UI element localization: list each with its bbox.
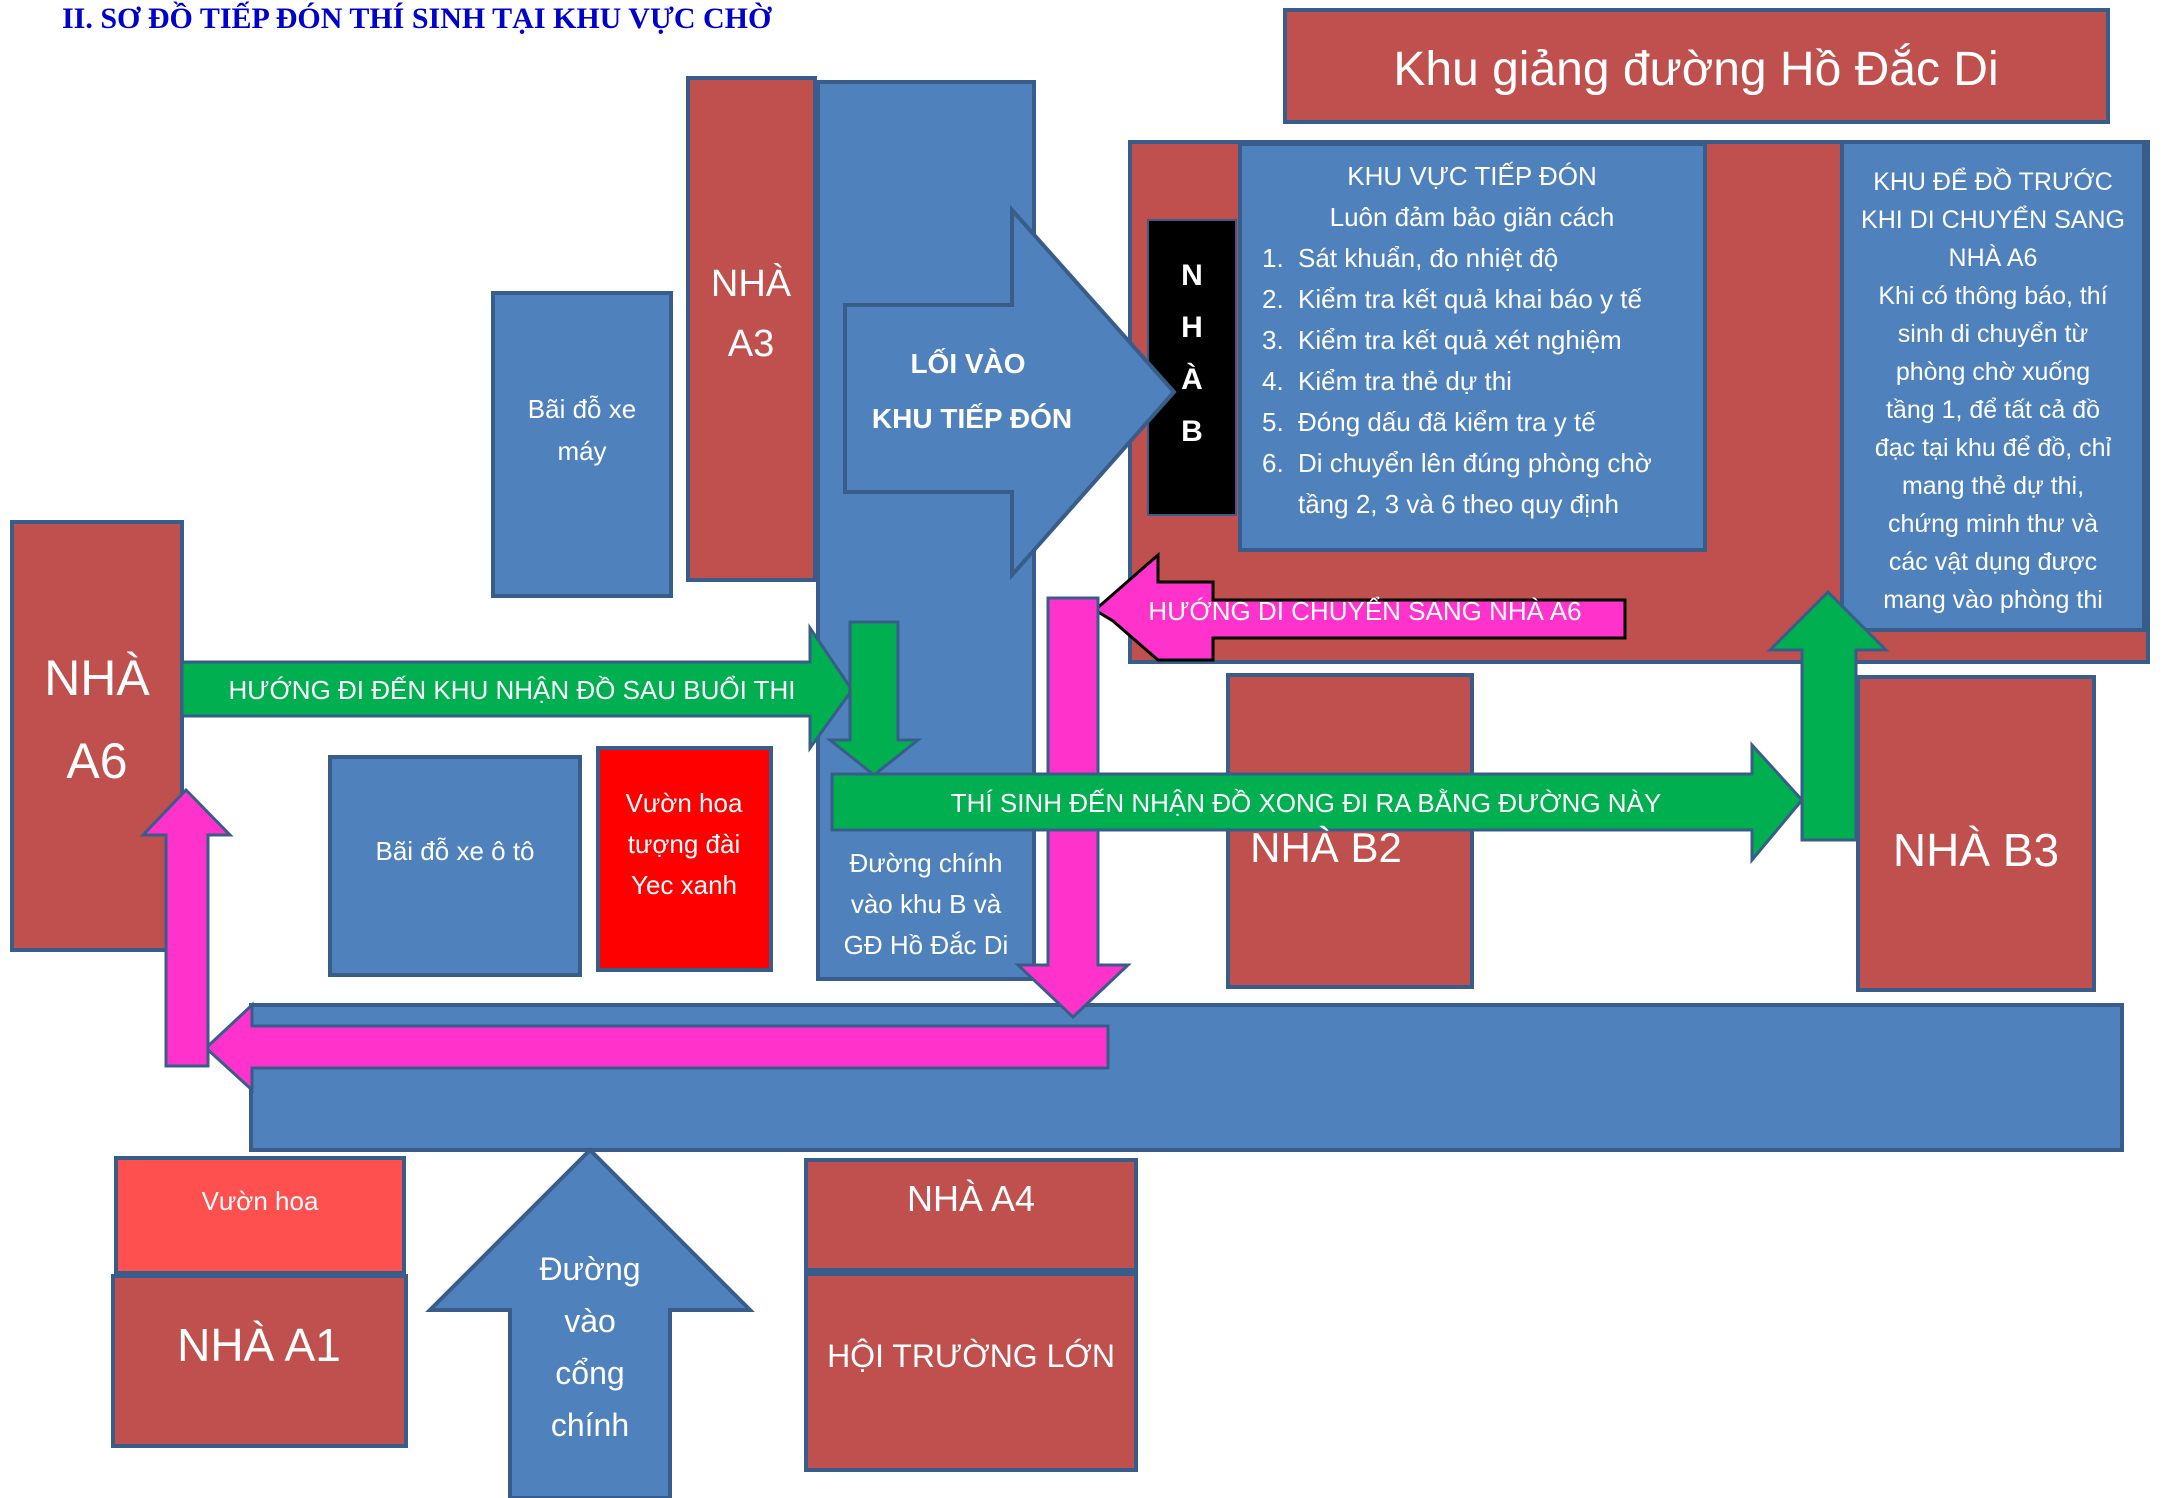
storage-note: KHU ĐỂ ĐỒ TRƯỚC KHI DI CHUYỂN SANG NHÀ A…: [1861, 166, 2125, 614]
statue-garden-label: Yec xanh: [631, 870, 737, 900]
building-b-letter: H: [1181, 311, 1203, 344]
storage-area: [1840, 140, 2146, 632]
storage-line: Khi có thông báo, thí: [1878, 282, 2107, 310]
entry-arrow: [843, 204, 1177, 581]
green-down-arrow: [825, 620, 923, 777]
building-a4: [804, 1158, 1138, 1272]
exit-arrow: [830, 741, 1804, 865]
green-up-arrow: [1766, 589, 1890, 842]
reception-step: Kiểm tra kết quả xét nghiệm: [1298, 325, 1622, 355]
motorbike-parking-label: máy: [557, 436, 606, 466]
entry-arrow-label: LỐI VÀO: [910, 347, 1025, 379]
exit-arrow-label: THÍ SINH ĐẾN NHẬN ĐỒ XONG ĐI RA BẰNG ĐƯỜ…: [951, 788, 1661, 818]
reception-subtitle: Luôn đảm bảo giãn cách: [1330, 202, 1615, 232]
storage-line: NHÀ A6: [1949, 243, 2038, 272]
main-road: [816, 80, 1036, 981]
building-a3-label: NHÀ: [711, 262, 792, 305]
garden-label: Vườn hoa: [202, 1186, 319, 1216]
to-pickup-label: HƯỚNG ĐI ĐẾN KHU NHẬN ĐỒ SAU BUỔI THI: [229, 675, 796, 705]
reception-step: Sát khuẩn, đo nhiệt độ: [1298, 243, 1558, 273]
great-hall: [804, 1272, 1138, 1472]
building-a6: [10, 520, 184, 952]
car-parking-label: Bãi đỗ xe ô tô: [376, 836, 535, 866]
pink-up-arrow: [139, 787, 234, 1068]
reception-area: [1238, 142, 1707, 552]
building-b3-label: NHÀ B3: [1893, 824, 2059, 876]
main-road-label: vào khu B và: [851, 889, 1002, 919]
building-a1: [111, 1274, 408, 1448]
motorbike-parking-label: Bãi đỗ xe: [528, 394, 636, 424]
motorbike-parking: [491, 291, 673, 598]
storage-line: mang thẻ dự thi,: [1902, 472, 2084, 500]
statue-garden-label: tượng đài: [628, 829, 741, 859]
building-a1-label: NHÀ A1: [177, 1319, 341, 1371]
main-gate-label: Đường: [539, 1251, 640, 1287]
main-road-label: GĐ Hồ Đắc Di: [844, 930, 1009, 960]
reception-step: tầng 2, 3 và 6 theo quy định: [1298, 489, 1619, 519]
reception-step: Kiểm tra thẻ dự thi: [1298, 366, 1512, 396]
step-number: 6.: [1262, 448, 1284, 478]
step-number: 1.: [1262, 243, 1284, 273]
main-road-label: Đường chính: [850, 848, 1003, 878]
lecture-hall-banner: [1283, 8, 2110, 124]
building-b3: [1856, 675, 2096, 992]
building-a6-label: A6: [66, 733, 127, 789]
main-gate-arrow: [425, 1147, 755, 1498]
main-gate-label: vào: [564, 1303, 616, 1339]
storage-line: tầng 1, để tất cả đồ: [1886, 396, 2100, 424]
building-b-letter: À: [1181, 362, 1203, 396]
main-gate-label: chính: [551, 1407, 629, 1443]
move-to-a6-arrow: [1092, 551, 1627, 662]
statue-garden: [596, 746, 773, 972]
building-a6-label: NHÀ: [44, 650, 150, 706]
building-b2-label: NHÀ B2: [1250, 824, 1402, 871]
to-pickup-arrow: [180, 623, 854, 753]
reception-title: KHU VỰC TIẾP ĐÓN: [1347, 161, 1597, 191]
step-number: 2.: [1262, 284, 1284, 314]
reception-step: Kiểm tra kết quả khai báo y tế: [1298, 284, 1643, 314]
step-number: 5.: [1262, 407, 1284, 437]
garden: [114, 1156, 406, 1275]
reception-step: Di chuyển lên đúng phòng chờ: [1298, 448, 1652, 478]
car-parking: [328, 755, 582, 977]
storage-line: sinh di chuyển từ: [1898, 320, 2088, 348]
page-title: II. SƠ ĐỒ TIẾP ĐÓN THÍ SINH TẠI KHU VỰC …: [62, 1, 772, 35]
building-b-letter: N: [1181, 259, 1203, 292]
pink-left-arrow: [203, 1001, 1110, 1094]
storage-line: các vật dụng được: [1889, 548, 2097, 576]
reception-steps: 1. Sát khuẩn, đo nhiệt độ 2. Kiểm tra kế…: [1262, 243, 1652, 519]
building-a3-label: A3: [728, 323, 774, 365]
storage-line: chứng minh thư và: [1888, 510, 2098, 538]
storage-line: KHI DI CHUYỂN SANG: [1861, 205, 2125, 234]
move-to-a6-label: HƯỚNG DI CHUYỂN SANG NHÀ A6: [1148, 596, 1581, 626]
statue-garden-label: Vườn hoa: [626, 788, 743, 818]
storage-line: phòng chờ xuống: [1896, 358, 2090, 386]
storage-line: mang vào phòng thi: [1883, 586, 2103, 614]
building-a4-label: NHÀ A4: [907, 1178, 1035, 1219]
reception-step: Đóng dấu đã kiểm tra y tế: [1298, 407, 1596, 437]
building-a3: [686, 76, 817, 582]
storage-line: đạc tại khu để đồ, chỉ: [1875, 434, 2112, 462]
lecture-hall-label: Khu giảng đường Hồ Đắc Di: [1393, 42, 1998, 96]
great-hall-label: HỘI TRƯỜNG LỚN: [827, 1338, 1115, 1374]
step-number: 3.: [1262, 325, 1284, 355]
building-b-letter: B: [1181, 415, 1203, 448]
storage-line: KHU ĐỂ ĐỒ TRƯỚC: [1873, 166, 2113, 196]
main-gate-label: cổng: [555, 1355, 624, 1391]
entry-arrow-label: KHU TIẾP ĐÓN: [872, 403, 1072, 434]
step-number: 4.: [1262, 366, 1284, 396]
